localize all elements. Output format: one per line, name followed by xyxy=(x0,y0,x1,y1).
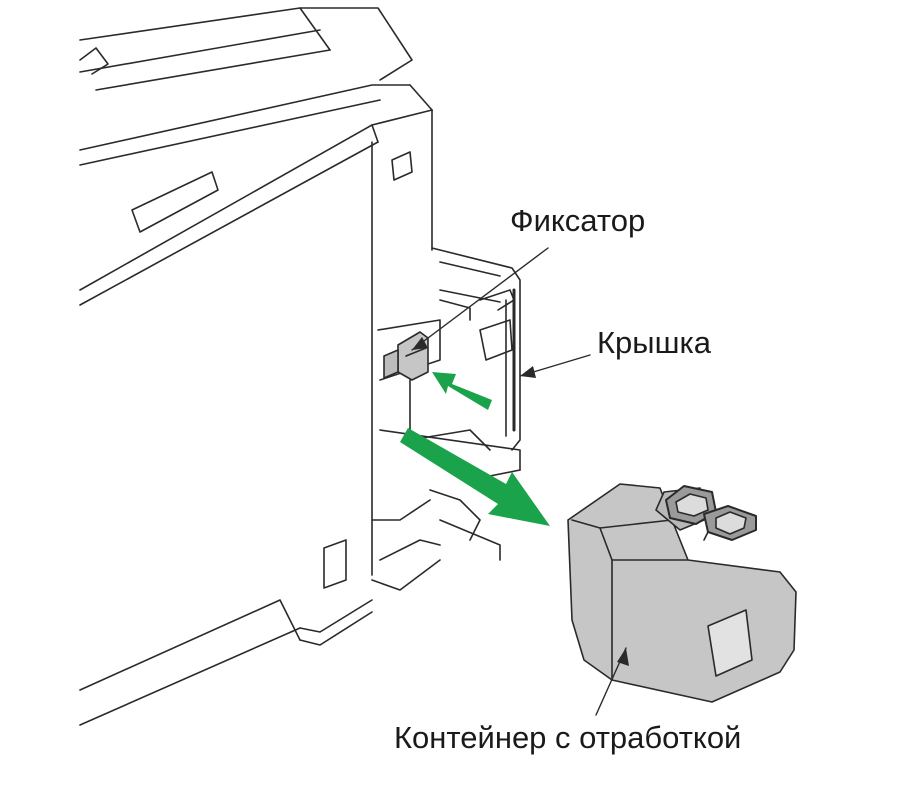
push-arrow-icon xyxy=(432,372,492,410)
latch-leader-arrowhead xyxy=(412,337,428,350)
cover-mechanism xyxy=(371,247,521,591)
latch-leader-line xyxy=(411,247,549,351)
cover-leader-arrowhead xyxy=(520,366,536,378)
printer-body xyxy=(79,7,433,726)
latch-label: Фиксатор xyxy=(510,203,646,238)
waste-toner-container xyxy=(567,483,797,703)
container-leader-arrowhead xyxy=(617,648,629,666)
removal-arrow-icon xyxy=(400,428,550,526)
container-label: Контейнер с отработкой xyxy=(394,720,742,755)
cover-label: Крышка xyxy=(597,325,711,360)
